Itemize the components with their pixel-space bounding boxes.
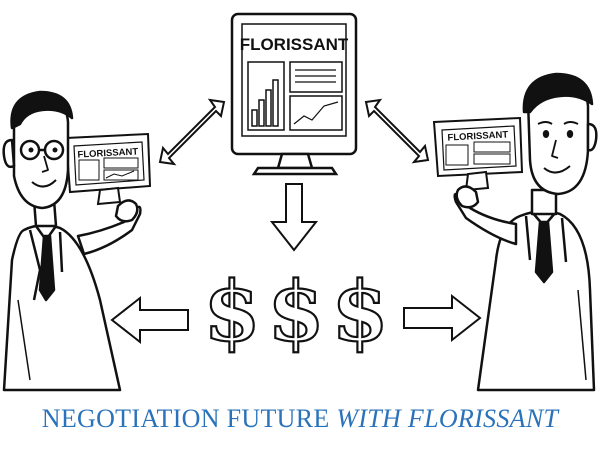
double-arrow-right-icon — [364, 98, 430, 164]
center-screen-brand: FLORISSANT — [240, 35, 349, 54]
dollar-sign-3: $ — [331, 264, 388, 360]
caption-italic: WITH FLORISSANT — [336, 404, 559, 433]
right-monitor — [432, 116, 524, 192]
right-screen-brand: FLORISSANT — [447, 129, 508, 143]
dollar-sign-1: $ — [203, 264, 260, 360]
caption-main: NEGOTIATION FUTURE — [41, 404, 337, 433]
right-businessman — [453, 72, 598, 392]
down-arrow-icon — [269, 183, 319, 252]
left-arrow-icon — [110, 295, 189, 345]
left-screen-brand: FLORISSANT — [77, 146, 138, 160]
left-monitor — [64, 132, 152, 206]
right-arrow-icon — [403, 293, 482, 343]
double-arrow-left-icon — [158, 98, 226, 166]
center-monitor — [230, 12, 358, 176]
left-businessman — [2, 90, 142, 392]
arrows — [110, 98, 482, 345]
caption: NEGOTIATION FUTURE WITH FLORISSANT — [0, 404, 600, 434]
money: $ $ $ — [202, 263, 389, 361]
dollar-sign-2: $ — [267, 264, 324, 360]
